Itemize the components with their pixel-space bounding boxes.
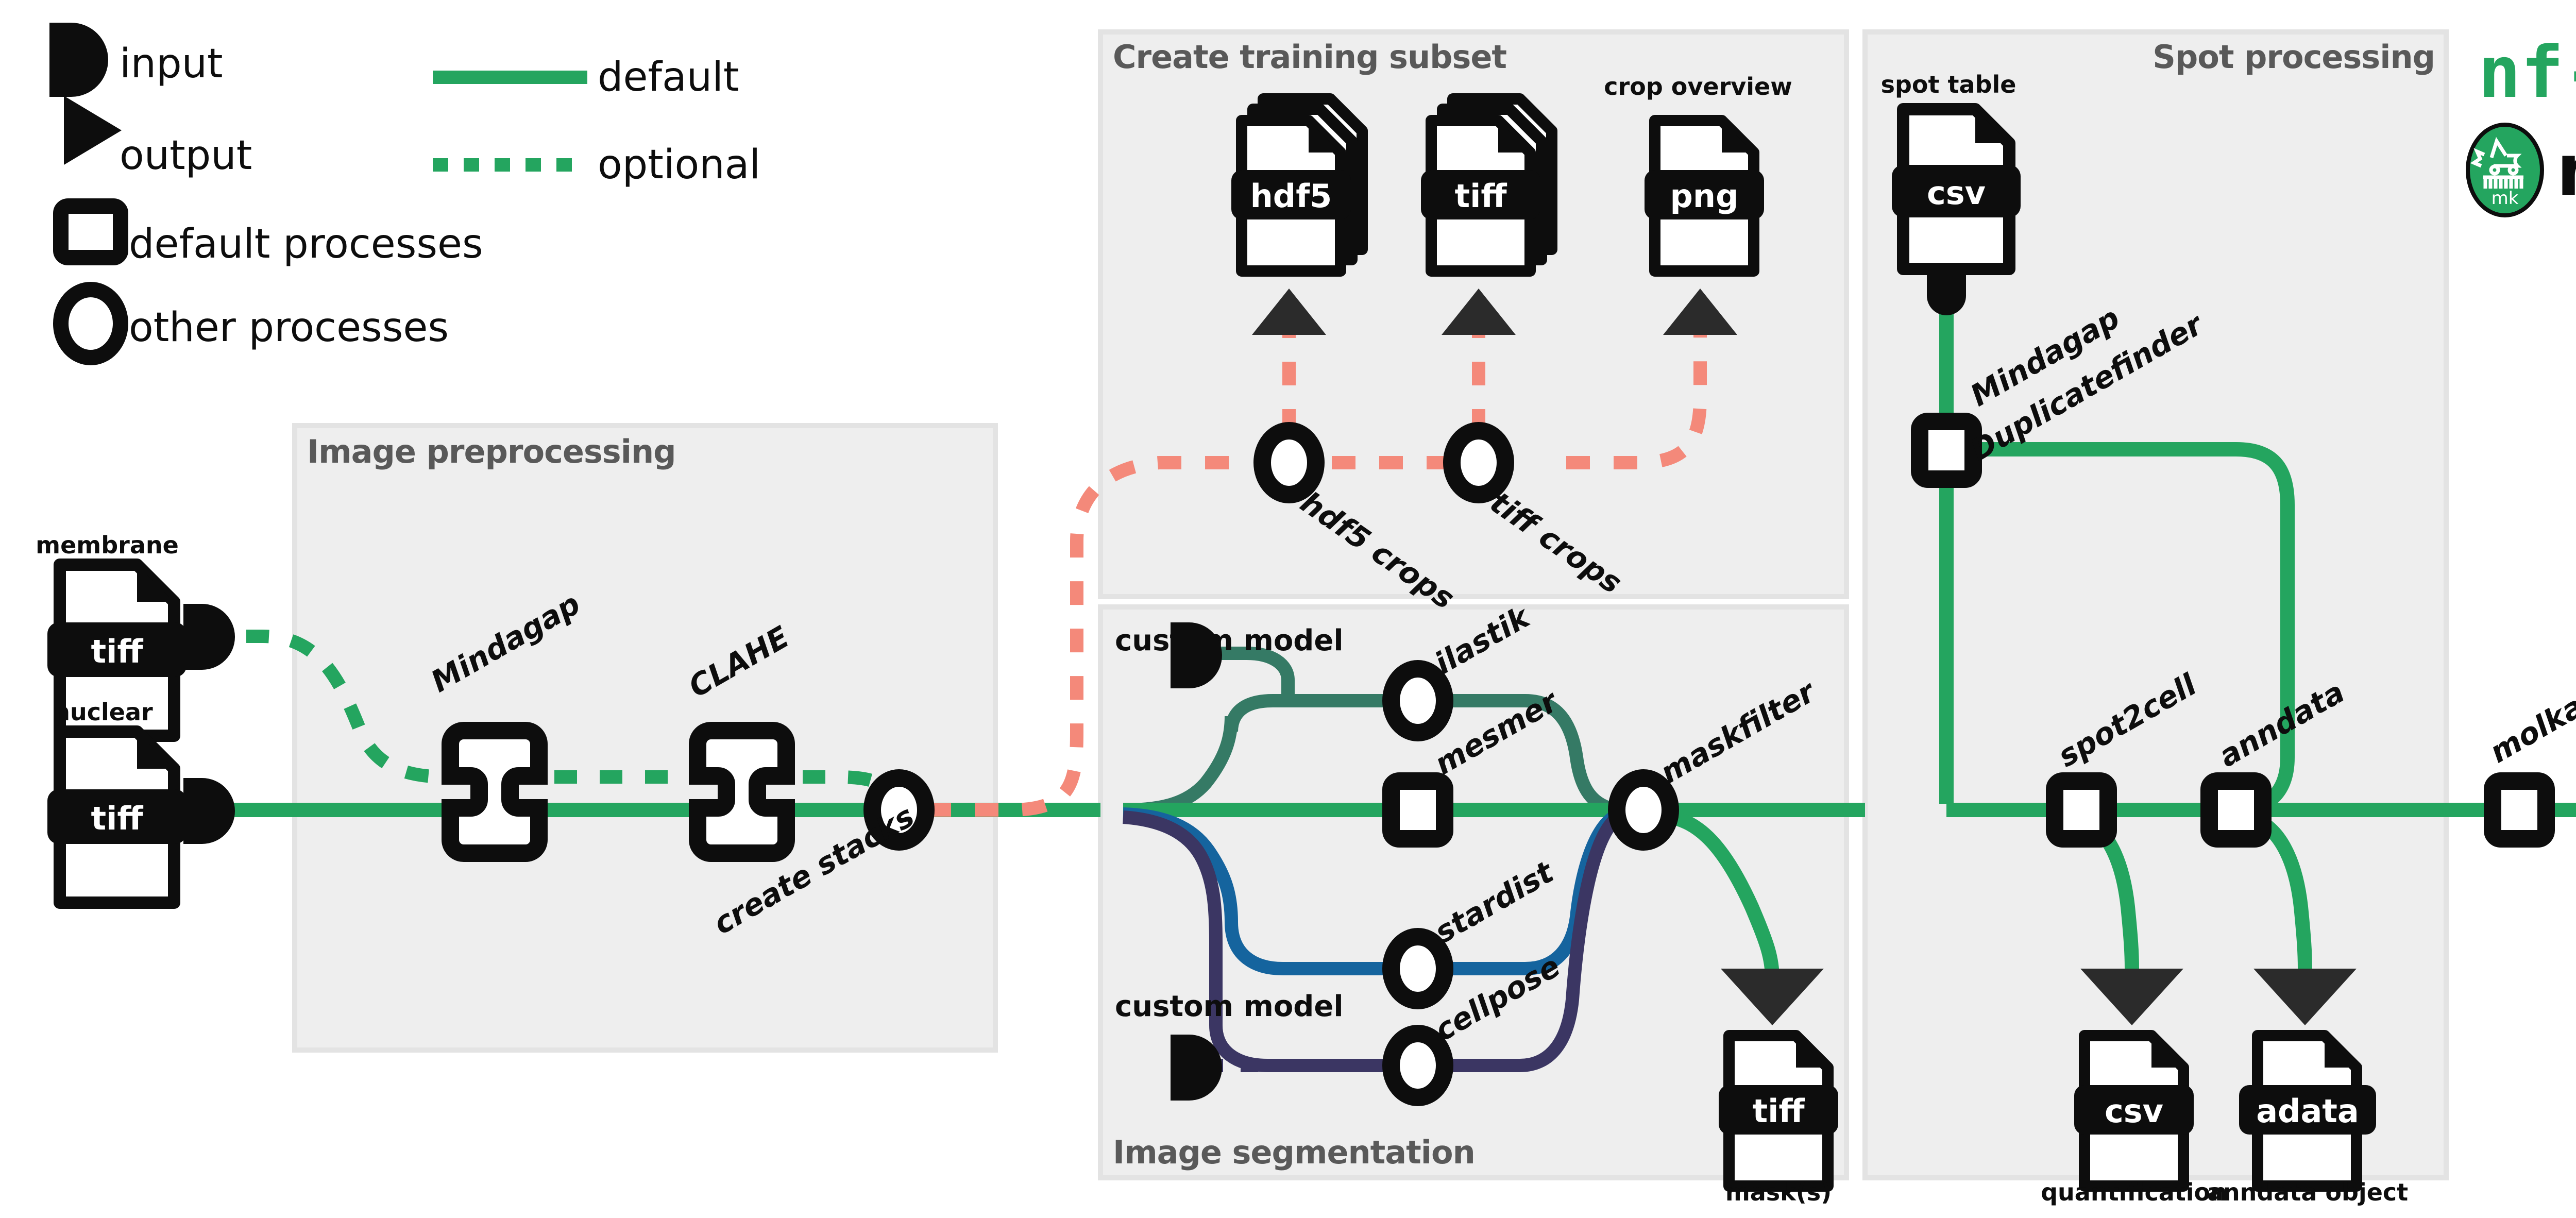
file-caption-quantification: quantification <box>2041 1178 2227 1206</box>
legend-label-default-processes: default processes <box>129 221 483 267</box>
process-node-maskfilter[interactable] <box>1608 769 1679 851</box>
file-ext-adata: adata <box>2256 1092 2359 1130</box>
process-node-anndata[interactable] <box>2200 772 2272 848</box>
process-node-spot2cell[interactable] <box>2046 772 2117 848</box>
edge-cellpose-to-maskfilter <box>1452 808 1626 1072</box>
panel-title-create-training-subset: Create training subset <box>1113 38 1506 76</box>
edge-ilastik-to-maskfilter <box>1452 694 1619 817</box>
input-shape-icon-custom-model-2 <box>1171 1035 1222 1101</box>
file-caption-nuclear: nuclear <box>53 698 153 726</box>
legend-square-process-icon <box>53 198 128 265</box>
output-triangle-icon-quantification <box>2080 969 2183 1025</box>
process-node-clahe[interactable] <box>689 722 795 862</box>
output-file-adata: adata anndata object <box>2207 1030 2408 1206</box>
input-file-membrane: membrane tiff <box>36 531 187 742</box>
process-node-mindagap[interactable] <box>442 722 548 862</box>
file-caption-adata: anndata object <box>2207 1178 2408 1206</box>
input-file-spot-table: spot table csv <box>1881 71 2021 275</box>
process-label-molkartqc: molkartqc <box>2484 654 2576 770</box>
file-caption-membrane: membrane <box>36 531 179 559</box>
legend-output-triangle-icon <box>64 96 122 165</box>
input-shape-icon-spot-table-body <box>1927 268 1966 285</box>
file-ext-membrane: tiff <box>91 633 143 670</box>
file-caption-spot-table: spot table <box>1881 71 2016 98</box>
nf-core-logo: nf-core/ mk molkart <box>2466 31 2576 217</box>
molkart-badge-icon: mk <box>2466 123 2544 217</box>
legend-circle-process-icon <box>53 282 128 365</box>
input-shape-icon-custom-model-1 <box>1171 622 1222 688</box>
process-node-create-stacks[interactable] <box>863 769 935 851</box>
legend-label-other-processes: other processes <box>129 304 449 351</box>
panel-image-preprocessing: Image preprocessing <box>292 423 998 1053</box>
process-node-hdf5-crops[interactable] <box>1253 422 1325 503</box>
molkart-badge-text: mk <box>2492 188 2519 209</box>
panel-title-spot-processing: Spot processing <box>2153 38 2435 76</box>
legend-label-optional-line: optional <box>598 142 760 188</box>
process-node-stardist[interactable] <box>1382 928 1453 1009</box>
panel-title-image-segmentation: Image segmentation <box>1113 1134 1475 1171</box>
output-triangle-icon-png <box>1663 289 1737 335</box>
input-shape-icon-membrane <box>183 604 235 670</box>
edge-anndata-to-adata <box>2251 812 2312 969</box>
process-node-tiff-crops[interactable] <box>1443 422 1514 503</box>
input-custom-model-2: custom model <box>1115 990 1344 1023</box>
file-caption-masks: mask(s) <box>1725 1178 1832 1206</box>
process-node-mesmer[interactable] <box>1382 772 1453 848</box>
legend-label-default-line: default <box>598 54 739 100</box>
process-node-mindagap-duplicatefinder[interactable] <box>1911 413 1982 488</box>
file-ext-masks: tiff <box>1752 1092 1805 1130</box>
output-file-masks: tiff mask(s) <box>1719 1030 1838 1206</box>
legend-input-shape-icon <box>49 23 108 97</box>
file-ext-png: png <box>1670 177 1739 215</box>
custom-model-label-2a: custom model <box>1115 990 1344 1023</box>
output-triangle-icon-tiff-crop <box>1442 289 1516 335</box>
legend-label-output: output <box>120 132 252 179</box>
file-ext-nuclear: tiff <box>91 800 143 837</box>
file-ext-quantification: csv <box>2105 1092 2163 1130</box>
logo-pipeline-name: molkart <box>2556 129 2576 212</box>
panel-title-image-preprocessing: Image preprocessing <box>307 433 675 470</box>
edge-to-cellpose <box>1123 810 1386 1072</box>
input-shape-icon-spot-table <box>1927 278 1966 315</box>
legend-label-input: input <box>120 41 223 87</box>
output-file-png: crop overview png <box>1604 73 1792 277</box>
file-ext-tiff-crops: tiff <box>1454 177 1507 215</box>
output-file-quantification: csv quantification <box>2041 1030 2227 1206</box>
edge-custommodel-to-ilastik <box>1211 647 1295 698</box>
edge-maskfilter-to-masks <box>1663 809 1780 979</box>
process-node-ilastik[interactable] <box>1382 660 1453 741</box>
output-triangle-icon-masks <box>1721 969 1824 1025</box>
input-file-nuclear: nuclear tiff <box>47 698 187 909</box>
output-file-tiff-crops: tiff <box>1421 93 1557 277</box>
process-node-cellpose[interactable] <box>1382 1025 1453 1106</box>
edge-createstacks-to-crops-optional <box>927 456 1247 817</box>
file-ext-spot-table: csv <box>1927 174 1986 212</box>
input-custom-model-1: custom model <box>1115 624 1344 657</box>
file-ext-hdf5: hdf5 <box>1250 177 1332 215</box>
input-shape-icon-nuclear <box>183 778 235 844</box>
output-file-hdf5: hdf5 <box>1231 93 1368 277</box>
file-caption-png: crop overview <box>1604 73 1792 100</box>
process-node-molkartqc[interactable] <box>2484 772 2555 848</box>
output-triangle-icon-hdf5 <box>1252 289 1326 335</box>
output-triangle-icon-adata <box>2253 969 2357 1025</box>
custom-model-label-1a: custom model <box>1115 624 1344 657</box>
logo-nf-prefix: nf-core/ <box>2478 31 2576 114</box>
edge-membrane-to-mindagap <box>201 630 464 784</box>
